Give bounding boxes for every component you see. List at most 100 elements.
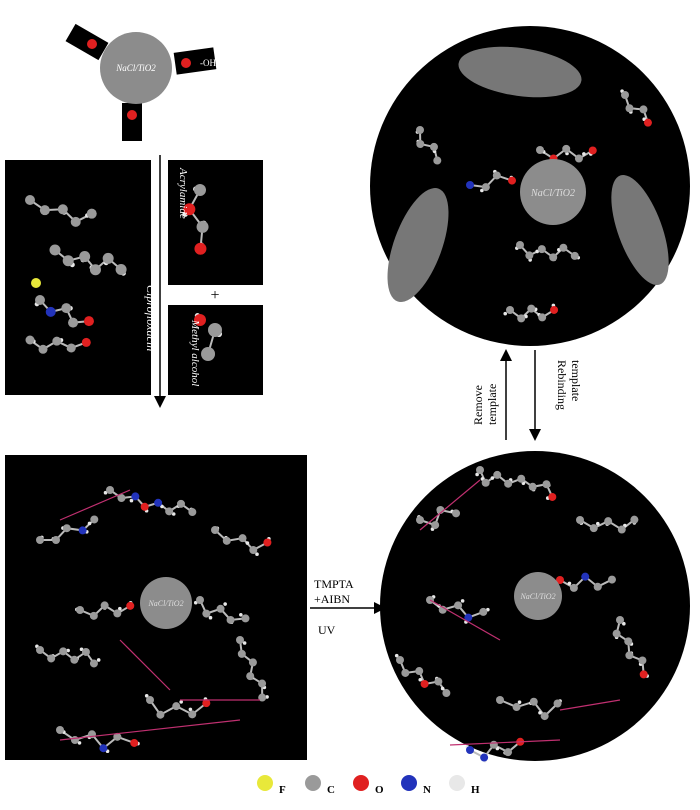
atom-O: [194, 314, 206, 326]
atom-F: [31, 278, 41, 288]
atom-C: [115, 263, 127, 275]
legend-swatch-N: [401, 775, 417, 791]
hydrogen-atom: [239, 612, 243, 617]
atom-C: [528, 482, 537, 491]
atom-C: [536, 146, 544, 154]
atom-C: [100, 601, 109, 610]
atom-C: [236, 636, 244, 644]
hydrogen-atom: [460, 599, 465, 603]
atom-C: [416, 516, 424, 524]
crosslink: [59, 489, 131, 521]
legend-label-O: O: [375, 784, 384, 796]
hydrogen-atom: [475, 472, 479, 477]
atom-C: [36, 536, 44, 544]
atom-C: [504, 479, 513, 488]
atom-C: [492, 171, 501, 180]
atom-O: [140, 502, 149, 511]
atom-C: [617, 525, 626, 534]
atom-C: [639, 105, 648, 114]
atom-O: [556, 576, 564, 584]
atom-C: [604, 517, 613, 526]
atom-C: [66, 343, 76, 353]
atom-O: [202, 699, 211, 708]
crosslink: [429, 599, 501, 641]
atom-C: [35, 295, 45, 305]
atom-C: [506, 306, 514, 314]
atom-C: [630, 515, 639, 524]
atom-C: [258, 679, 267, 688]
atom-C: [106, 486, 114, 494]
uv-label: UV: [318, 623, 336, 637]
atom-C: [246, 672, 255, 681]
crosslink: [559, 699, 621, 711]
hydrogen-atom: [66, 648, 70, 653]
atom-O: [420, 679, 429, 688]
aibn-label: +AIBN: [314, 592, 350, 606]
atom-C: [496, 696, 504, 704]
crosslink: [119, 639, 171, 691]
atom-C: [57, 204, 68, 215]
ciprofloxacin-panel: [5, 160, 151, 395]
atom-N: [99, 744, 108, 753]
atom-C: [442, 689, 451, 698]
atom-C: [517, 314, 526, 323]
atom-C: [113, 732, 122, 741]
hydrogen-atom: [129, 498, 134, 503]
atom-O: [81, 337, 91, 347]
atom-C: [146, 696, 154, 704]
atom-C: [241, 614, 250, 623]
atom-C: [25, 335, 35, 345]
solvent-label: Methyl alcohol: [189, 319, 201, 386]
bond: [419, 508, 457, 527]
atom-C: [574, 154, 583, 163]
atom-C: [569, 583, 578, 592]
functionalized-particle: -OH NaCl/TiO2: [65, 23, 216, 141]
atom-O: [550, 305, 559, 314]
atom-C: [62, 255, 74, 267]
hydrogen-atom: [87, 521, 92, 526]
atom-N: [466, 746, 474, 754]
remove-template-label: template: [485, 384, 499, 425]
atom-C: [489, 740, 498, 749]
particle-label-prepolymer: NaCl/TiO2: [147, 599, 183, 608]
atom-C: [570, 251, 579, 260]
atom-C: [454, 601, 463, 610]
atom-C: [625, 651, 634, 660]
hydrogen-atom: [208, 615, 213, 620]
atom-C: [86, 208, 97, 219]
atom-C: [25, 195, 35, 205]
hydrogen-atom: [103, 490, 108, 495]
hydrogen-atom: [242, 641, 247, 645]
atom-O: [194, 242, 207, 255]
atom-C: [89, 264, 101, 276]
atom-C: [211, 526, 219, 534]
atom-C: [248, 658, 257, 667]
atom-C: [525, 251, 534, 260]
hydrogen-atom: [144, 693, 149, 698]
tmpta-label: TMPTA: [314, 577, 354, 591]
atom-C: [47, 654, 56, 663]
atom-C: [612, 629, 621, 638]
legend-swatch-F: [257, 775, 273, 791]
atom-C: [90, 515, 99, 524]
crosslink: [419, 479, 481, 531]
atom-C: [38, 344, 48, 354]
atom-C: [415, 667, 424, 676]
atom-C: [607, 575, 616, 584]
atom-O: [126, 601, 135, 610]
atom-C: [56, 726, 64, 734]
atom-C: [52, 336, 62, 346]
legend-label-N: N: [423, 784, 431, 796]
atom-C: [512, 703, 521, 712]
hydrogen-atom: [171, 512, 176, 516]
atom-C: [589, 524, 598, 533]
atom-C: [576, 516, 584, 524]
atom-C: [39, 205, 50, 216]
atom-C: [434, 677, 443, 686]
atom-C: [237, 649, 246, 658]
atom-C: [194, 184, 206, 196]
atom-N: [131, 492, 140, 501]
legend-swatch-C: [305, 775, 321, 791]
atom-C: [416, 139, 425, 148]
